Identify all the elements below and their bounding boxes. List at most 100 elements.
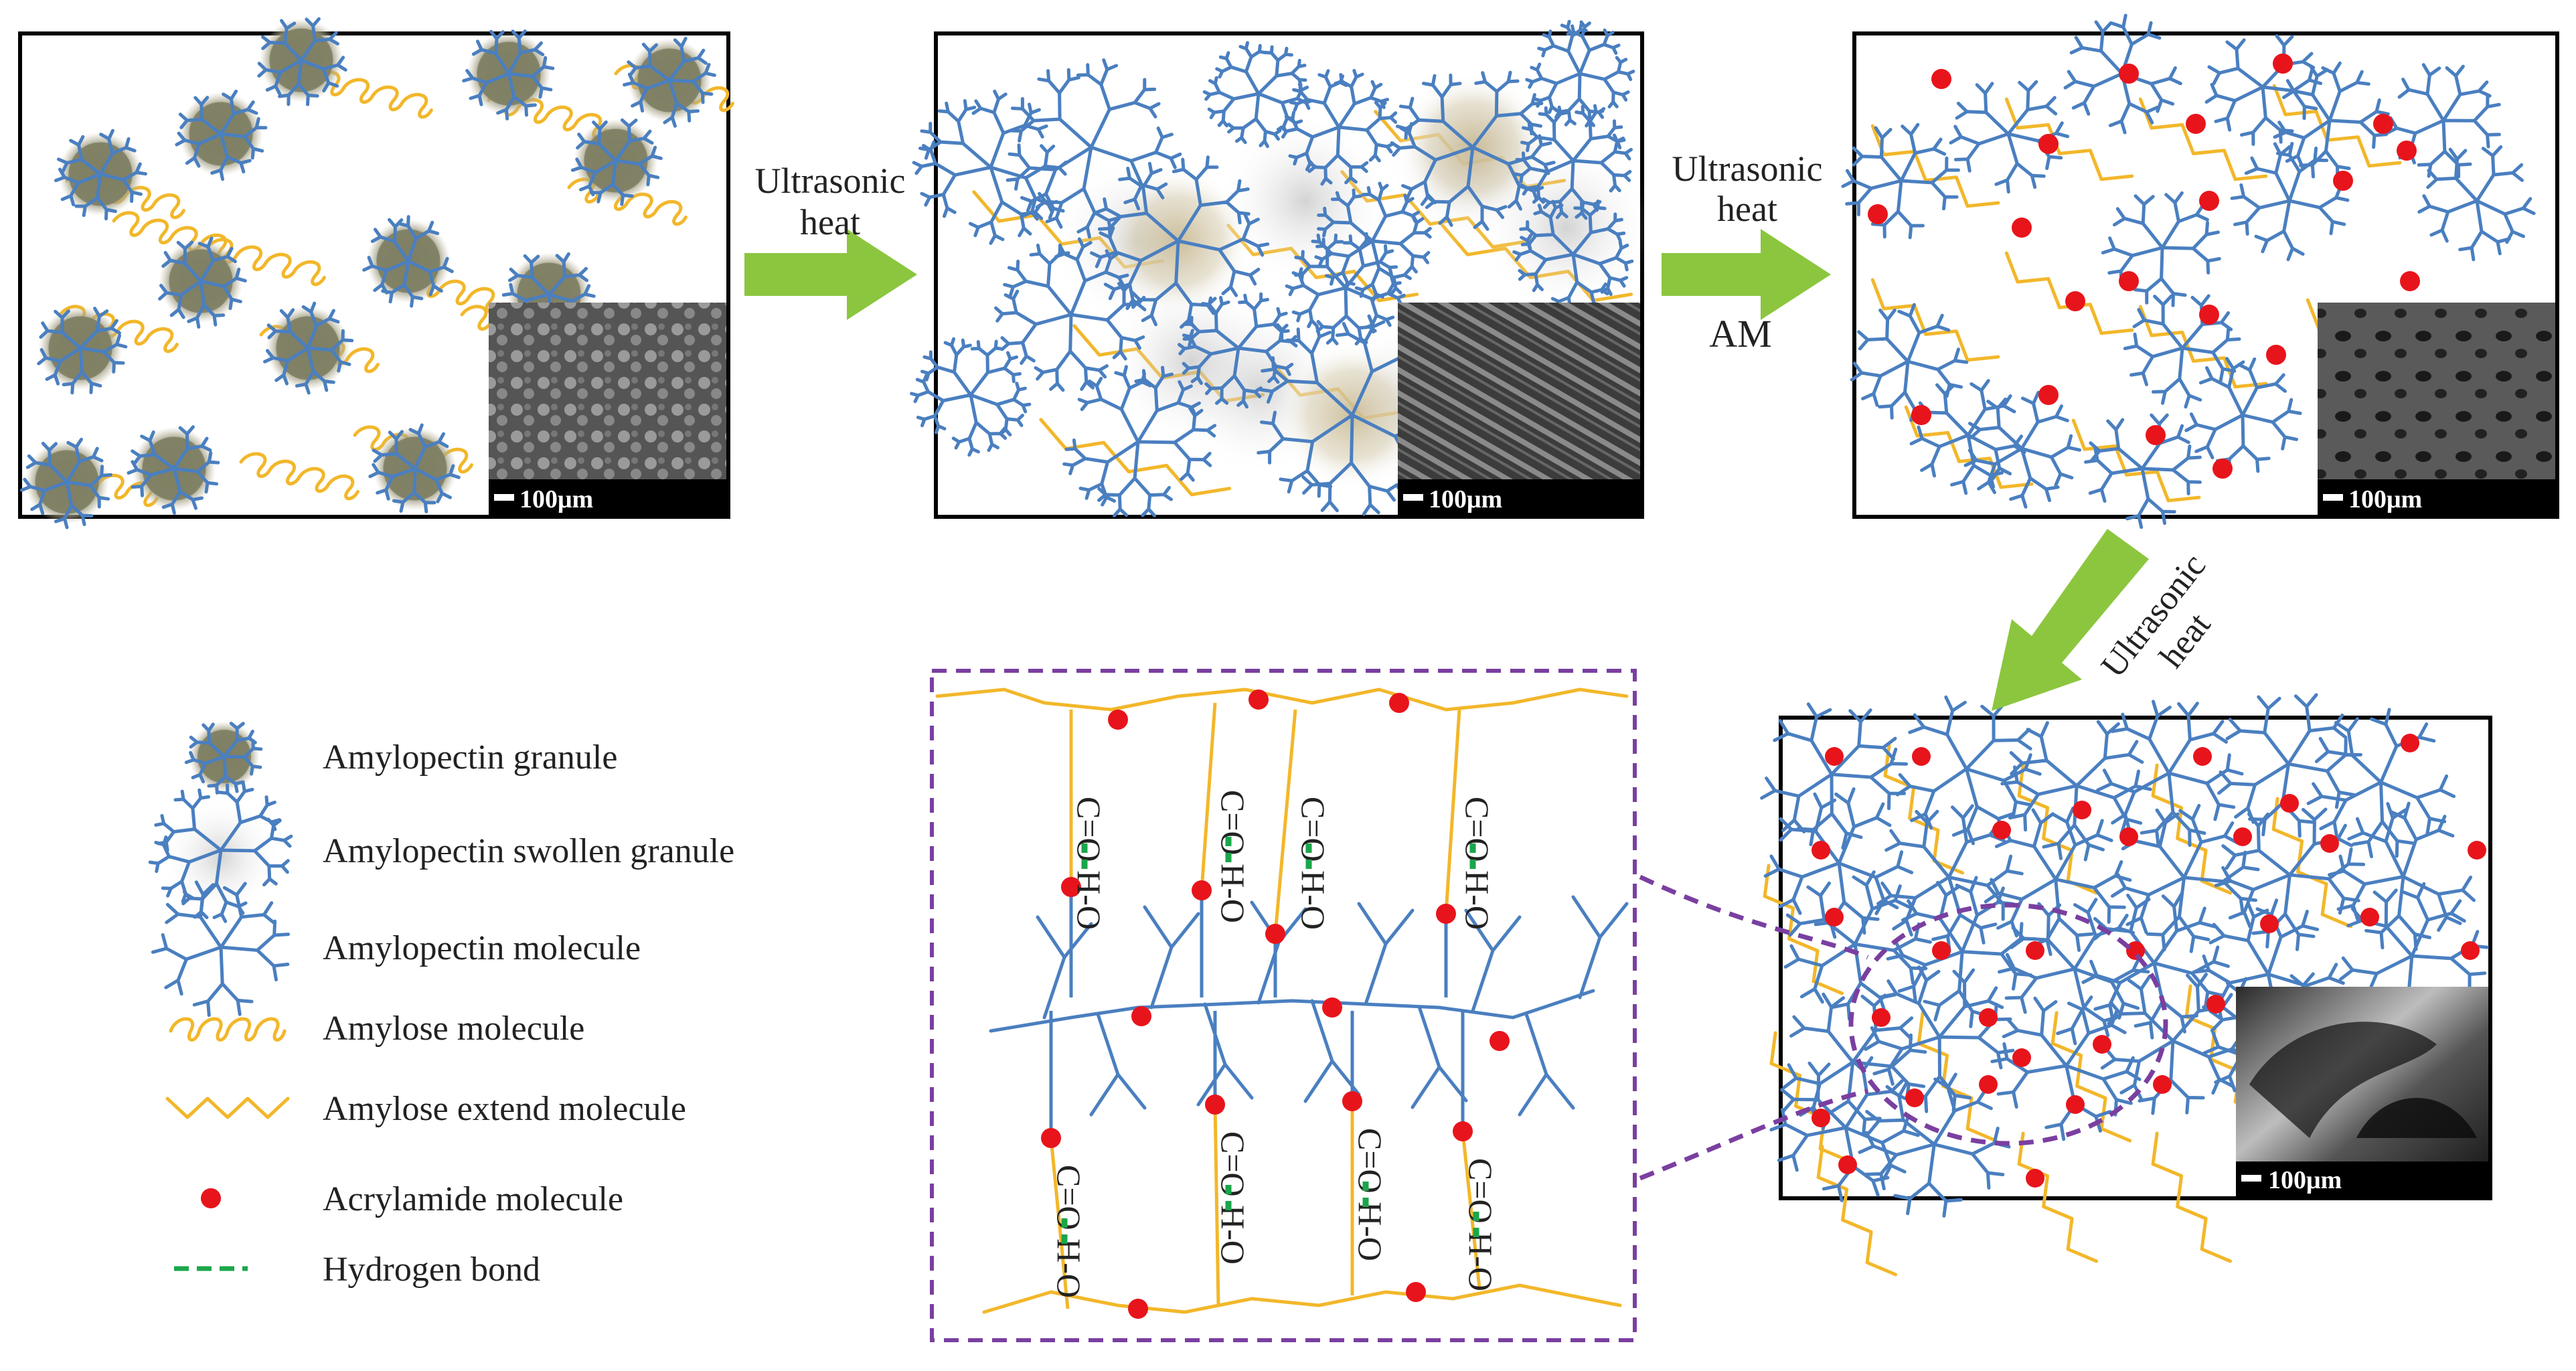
central-amylopectin — [989, 895, 1629, 1117]
acrylamide-dot — [2012, 218, 2032, 238]
panel3-content — [1841, 13, 2536, 530]
granule-icon — [184, 721, 263, 795]
amylopectin-molecule — [1390, 70, 1556, 231]
extended-amylose — [1769, 1031, 1851, 1163]
amylopectin-molecule — [2184, 357, 2302, 473]
acrylamide-dot — [1108, 710, 1128, 730]
link-bottom — [1213, 1104, 1220, 1306]
acrylamide-dot — [1131, 1006, 1151, 1026]
extended-amylose-icon — [165, 1097, 290, 1119]
amylopectin-molecule — [158, 236, 247, 329]
top-bond-label: C=O H-O — [1459, 797, 1496, 930]
acrylamide-dot — [1911, 405, 1931, 425]
acrylamide-dot — [2266, 345, 2286, 365]
acrylamide-dot — [1205, 1095, 1225, 1115]
legend-label: Amylose extend molecule — [323, 1090, 686, 1128]
link-top — [1200, 702, 1217, 891]
acrylamide-dot — [1812, 1109, 1830, 1127]
link-top — [1444, 709, 1461, 914]
amylopectin-molecule — [1178, 292, 1298, 409]
acrylamide-dot — [2233, 827, 2252, 846]
acrylamide-dot — [1249, 690, 1269, 710]
extended-amylose — [1870, 278, 2000, 362]
acrylamide-dot — [1342, 1091, 1362, 1111]
acrylamide-dot — [2153, 1075, 2172, 1094]
amylopectin-molecule — [1202, 41, 1313, 149]
amylopectin-molecule — [2081, 892, 2230, 1040]
acrylamide-dot — [1490, 1031, 1510, 1051]
coiled-amylose — [567, 177, 688, 226]
extended-amylose — [165, 1097, 290, 1119]
acrylamide-dot — [1825, 747, 1844, 766]
bottom-bond-label: C=O H-O — [1352, 1128, 1389, 1261]
top-amylose-chain — [935, 688, 1629, 712]
acrylamide-dot — [2199, 305, 2219, 325]
legend-label: Acrylamide molecule — [323, 1180, 623, 1218]
acrylamide-dot — [2119, 64, 2139, 84]
acrylamide-dot — [1931, 69, 1951, 89]
acrylamide-dot — [1868, 204, 1888, 224]
scale-bar-label: 100μm — [1429, 485, 1502, 513]
acrylamide-dot — [2273, 54, 2293, 74]
extended-amylose — [1763, 864, 1844, 995]
acrylamide-dot — [1192, 880, 1212, 900]
acrylamide-dot — [2199, 191, 2219, 211]
acrylamide-dot — [1838, 1155, 1857, 1174]
acrylamide-dot — [1406, 1282, 1426, 1302]
legend-label: Amylopectin granule — [323, 738, 617, 777]
amylopectin-molecule — [148, 781, 293, 923]
amylopectin-molecule — [1279, 69, 1398, 186]
legend-label: Amylose molecule — [323, 1010, 584, 1048]
acrylamide-dot — [1979, 1008, 1998, 1027]
amylopectin-molecule — [2328, 801, 2476, 951]
amylopectin-molecule — [263, 301, 354, 395]
extended-amylose — [2071, 418, 2201, 503]
sem-inset-1: 100μm — [489, 303, 726, 515]
scale-bar-label: 100μm — [2348, 485, 2422, 513]
legend-label: Hydrogen bond — [323, 1251, 540, 1289]
acrylamide-dot — [2373, 114, 2393, 134]
amylopectin-molecule — [2101, 191, 2221, 307]
acrylamide-dot — [2401, 734, 2419, 752]
amylopectin-molecule — [257, 17, 347, 106]
extended-amylose — [2271, 797, 2353, 929]
amylopectin-molecule — [184, 722, 263, 795]
legend-label: Amylopectin molecule — [323, 929, 641, 967]
acrylamide-dot — [1322, 997, 1342, 1018]
amylopectin-molecule — [1990, 995, 2142, 1141]
link-bottom — [1461, 1131, 1481, 1289]
acrylamide-dot — [1265, 924, 1285, 944]
amylopectin-molecule — [1949, 80, 2070, 194]
acrylamide-dot — [2260, 914, 2279, 933]
amylopectin-molecule — [2123, 294, 2241, 409]
acrylamide-dot — [1912, 747, 1931, 766]
acrylamide-dot — [1932, 941, 1951, 960]
extended-amylose — [2138, 97, 2268, 181]
sem-inset-4: 100μm — [2236, 987, 2488, 1196]
zoom-connector — [1639, 874, 2168, 1181]
amylopectin-molecule — [175, 89, 268, 181]
acrylamide-dot — [2400, 271, 2420, 291]
acrylamide-dot — [1992, 821, 2011, 839]
extended-amylose — [2138, 305, 2268, 389]
extended-amylose — [1870, 124, 2000, 208]
acrylamide-dot — [1436, 904, 1456, 924]
top-bond-label: C=O H-O — [1295, 797, 1332, 930]
link-top — [1273, 709, 1297, 935]
acrylamide-dot — [1979, 1075, 1998, 1094]
amylopectin-molecule — [368, 423, 461, 513]
amylopectin-molecule — [2417, 145, 2536, 262]
bottom-bond-label: C=O H-O — [1214, 1131, 1252, 1265]
top-bond-label: C=O H-O — [1214, 790, 1252, 923]
acrylamide-dot — [2038, 134, 2059, 154]
acrylamide-dot — [2206, 995, 2225, 1014]
extended-amylose — [1816, 1145, 1898, 1277]
acrylamide-dot — [2093, 1035, 2111, 1054]
swollen-granule-icon — [148, 781, 293, 923]
acrylamide-dot — [2193, 747, 2212, 766]
extended-amylose — [2017, 1131, 2099, 1263]
amylopectin-molecule — [127, 425, 220, 515]
